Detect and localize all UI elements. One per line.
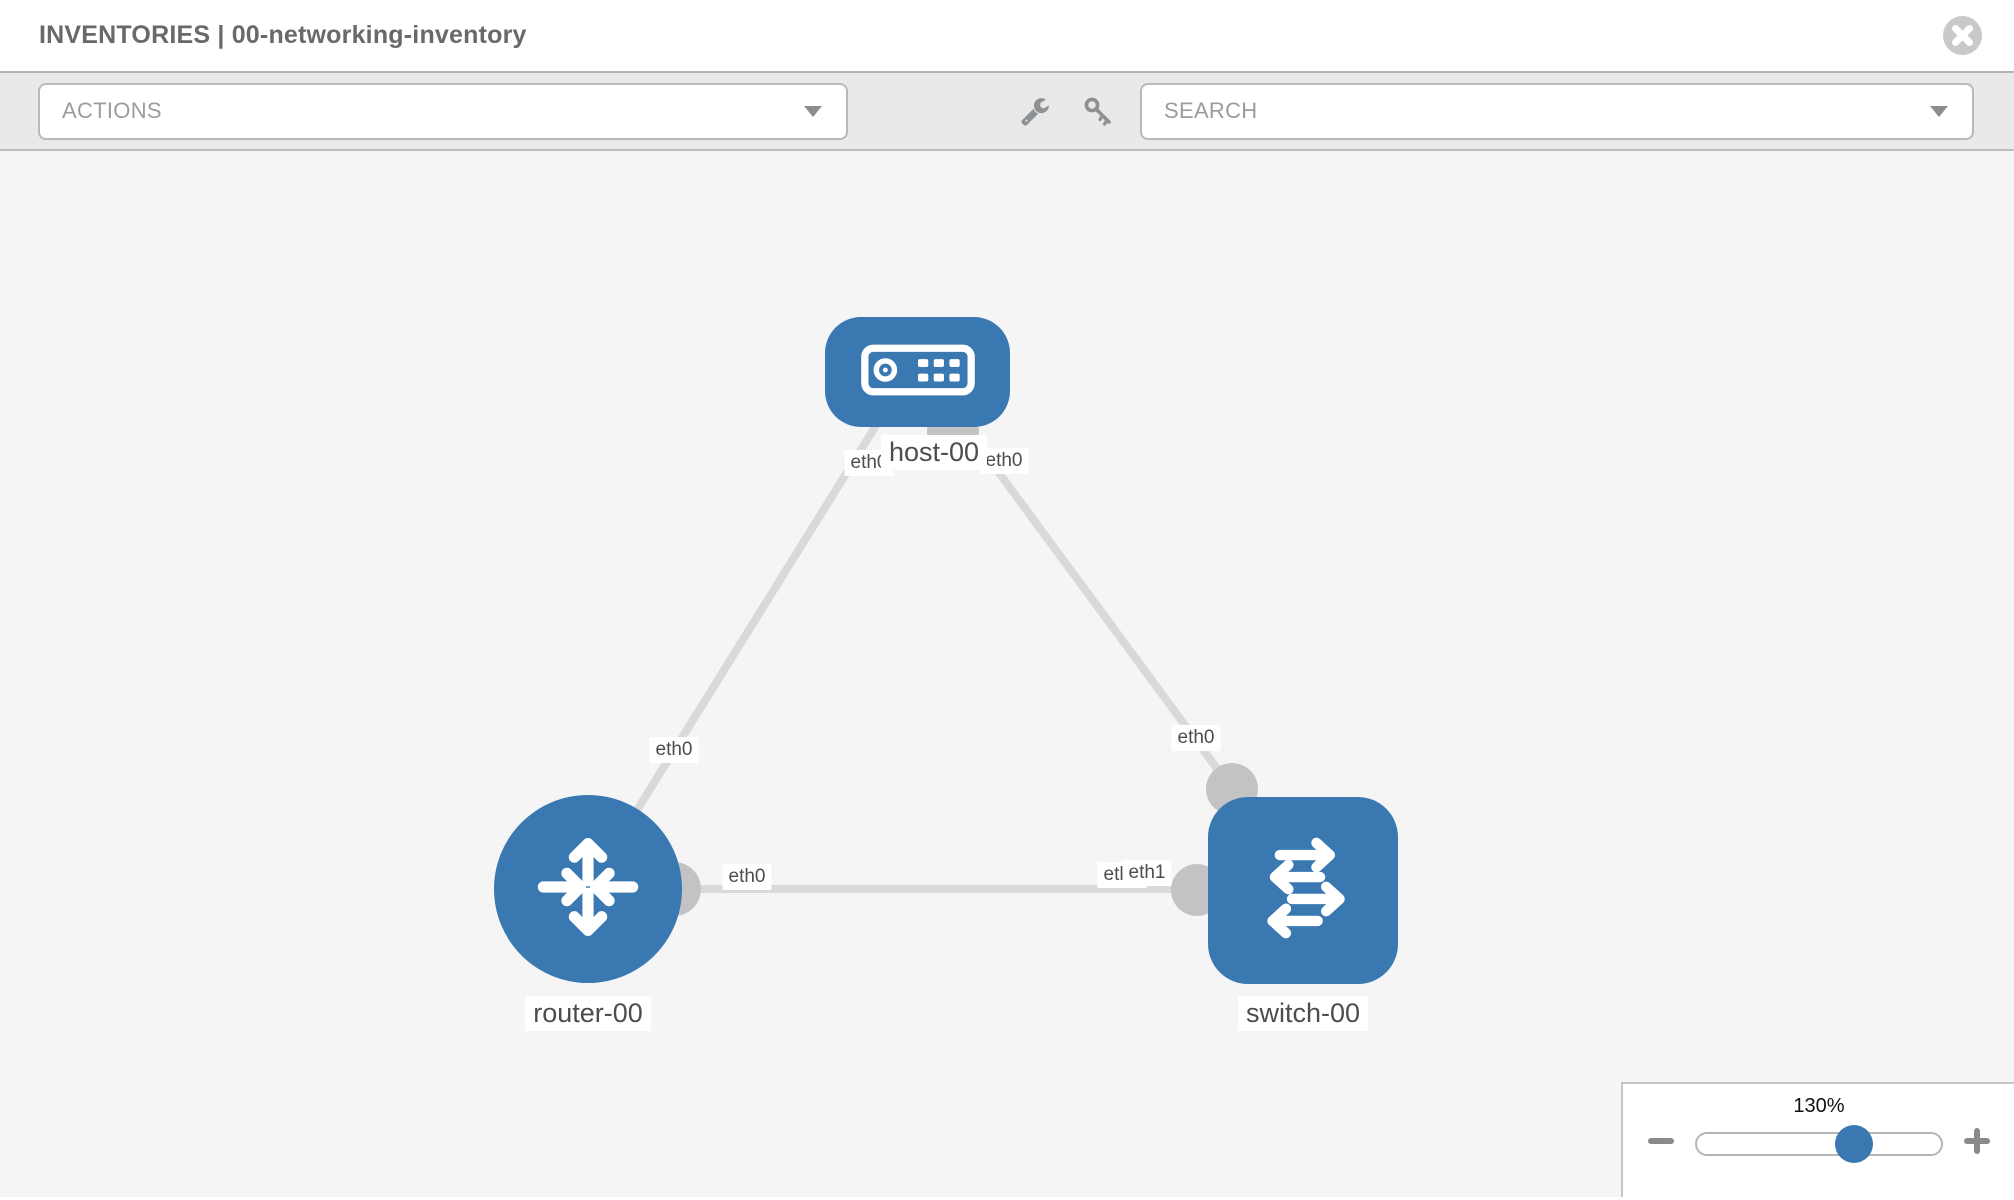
node-router-00[interactable] xyxy=(494,795,682,983)
zoom-slider-thumb[interactable] xyxy=(1835,1124,1874,1163)
interface-label: eth0 xyxy=(979,448,1029,474)
plus-icon xyxy=(1963,1127,1991,1160)
node-label-router: router-00 xyxy=(525,996,651,1031)
zoom-slider[interactable] xyxy=(1695,1124,1943,1163)
actions-dropdown-label: ACTIONS xyxy=(62,98,162,123)
interface-label: eth1 xyxy=(1122,860,1172,886)
wrench-icon[interactable] xyxy=(1020,96,1050,126)
switch-icon xyxy=(1242,827,1364,954)
node-switch-00[interactable] xyxy=(1208,797,1398,984)
key-icon[interactable] xyxy=(1082,95,1114,127)
zoom-in-button[interactable] xyxy=(1963,1127,1991,1160)
node-label-host: host-00 xyxy=(880,435,988,470)
actions-dropdown[interactable]: ACTIONS xyxy=(38,82,848,140)
page-title: INVENTORIES | 00-networking-inventory xyxy=(39,21,527,49)
router-icon xyxy=(526,825,650,954)
zoom-row xyxy=(1623,1124,2014,1163)
host-icon xyxy=(860,343,976,402)
zoom-out-button[interactable] xyxy=(1647,1127,1675,1160)
interface-label: eth0 xyxy=(1171,725,1221,751)
toolbar: ACTIONS SEARCH xyxy=(0,71,2014,151)
node-label-switch: switch-00 xyxy=(1237,996,1369,1031)
interface-label: eth0 xyxy=(649,737,699,763)
interface-label: eth0 xyxy=(722,864,772,890)
chevron-down-icon xyxy=(804,105,822,117)
close-icon xyxy=(1943,16,1982,59)
zoom-level: 130% xyxy=(1793,1095,1845,1117)
minus-icon xyxy=(1647,1127,1675,1160)
search-placeholder: SEARCH xyxy=(1164,98,1258,123)
header: INVENTORIES | 00-networking-inventory xyxy=(0,0,2014,71)
search-dropdown[interactable]: SEARCH xyxy=(1140,82,1974,140)
zoom-panel: 130% xyxy=(1621,1082,2014,1197)
links-layer xyxy=(584,405,1303,916)
topology-canvas[interactable]: eth0 eth0 eth0 eth0 eth0 eth0 eth1 host-… xyxy=(0,151,2014,1197)
close-button[interactable] xyxy=(1943,16,1982,55)
toolbar-icon-group xyxy=(848,95,1140,127)
chevron-down-icon xyxy=(1930,105,1948,117)
node-host-00[interactable] xyxy=(825,317,1010,427)
